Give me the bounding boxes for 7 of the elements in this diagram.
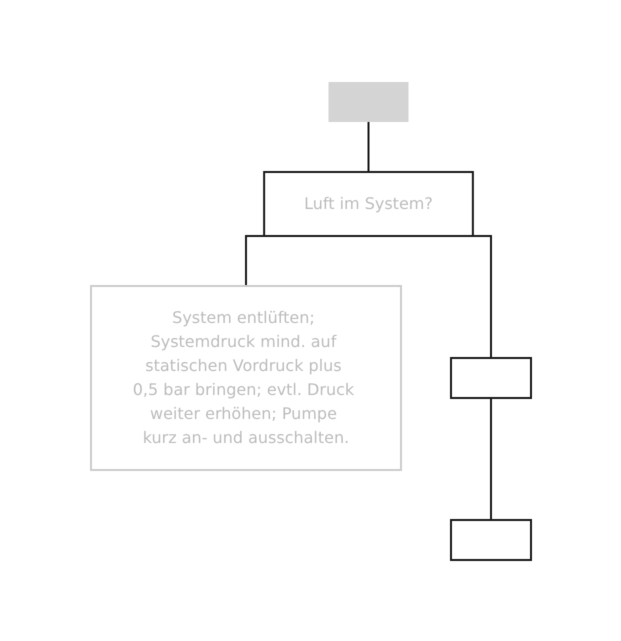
- connector: [367, 120, 369, 172]
- node-box: [450, 356, 532, 398]
- node-box: [450, 518, 532, 560]
- node-box: Luft im System?: [262, 170, 474, 236]
- node-box: System entlüften; Systemdruck mind. auf statischen Vordruck plus 0,5 bar bringen; evtl. Druck weiter erhöhen; Pumpe kurz an- und ausschalten.: [90, 284, 402, 470]
- connector: [490, 396, 492, 520]
- node-bar: [328, 82, 408, 122]
